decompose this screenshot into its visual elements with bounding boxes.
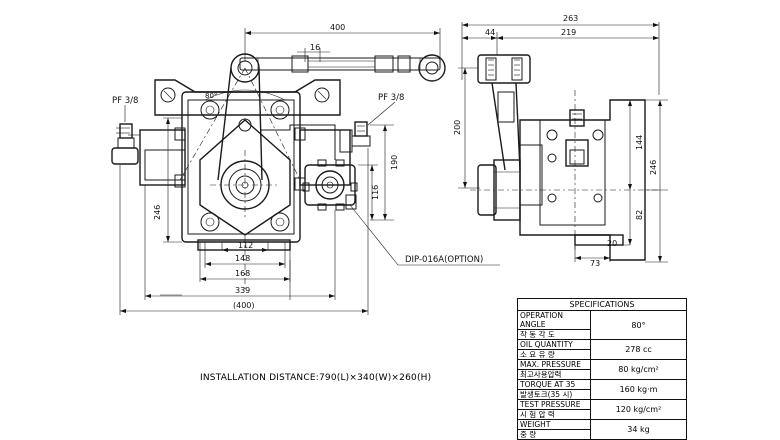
option-label: DIP-016A(OPTION) [405, 255, 483, 265]
dim-263: 263 [563, 14, 578, 23]
front-view: 400 16 80° [111, 23, 500, 315]
installation-distance: INSTALLATION DISTANCE:790(L)×340(W)×260(… [200, 373, 432, 383]
dim-190: 190 [390, 155, 399, 170]
dim-116: 116 [371, 185, 380, 200]
spec-label-ko: 소 요 유 량 [517, 349, 591, 360]
dim-20: 20 [607, 239, 617, 248]
pf-left-label: PF 3/8 [112, 96, 138, 106]
dim-82: 82 [635, 210, 644, 220]
dim-400-top: 400 [330, 23, 345, 32]
dim-80-angle: 80° [205, 92, 217, 100]
dim-246-right: 246 [649, 160, 658, 175]
dim-339: 339 [235, 286, 250, 295]
dim-112: 112 [238, 241, 253, 250]
spec-value: 80° [590, 310, 687, 340]
spec-value: 160 kg·m [590, 379, 687, 400]
spec-label-ko: 중 량 [517, 429, 591, 440]
pf-right-label: PF 3/8 [378, 93, 404, 103]
spec-label-ko: 발생토크(35 시) [517, 389, 591, 400]
dim-44: 44 [485, 28, 495, 37]
dim-200: 200 [453, 120, 462, 135]
dim-16: 16 [310, 43, 320, 52]
dim-144: 144 [635, 135, 644, 150]
spec-label-en: TEST PRESSURE [517, 399, 591, 410]
spec-label-en: MAX. PRESSURE [517, 359, 591, 370]
spec-value: 120 kg/cm² [590, 399, 687, 420]
spec-title: SPECIFICATIONS [517, 298, 687, 311]
technical-drawing: 400 16 80° [111, 14, 668, 315]
dim-400-bottom: (400) [233, 301, 255, 310]
spec-label-en: WEIGHT [517, 419, 591, 430]
spec-label-en: TORQUE AT 35 [517, 379, 591, 390]
spec-label-en: OIL QUANTITY [517, 339, 591, 350]
dim-168: 168 [235, 269, 250, 278]
dim-246-left: 246 [153, 205, 162, 220]
dim-148: 148 [235, 254, 250, 263]
spec-label-en: OPERATION ANGLE [517, 310, 591, 330]
spec-label-ko: 최고사용압력 [517, 369, 591, 380]
side-view: 263 44 219 200 [453, 14, 668, 268]
dim-73: 73 [590, 259, 600, 268]
spec-label-ko: 시 험 압 력 [517, 409, 591, 420]
spec-value: 80 kg/cm² [590, 359, 687, 380]
spec-label-ko: 작 동 각 도 [517, 329, 591, 340]
spec-value: 278 cc [590, 339, 687, 360]
dim-219: 219 [561, 28, 576, 37]
